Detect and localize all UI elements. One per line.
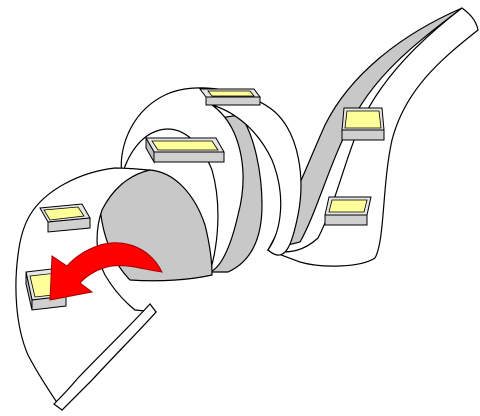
led-chip: [325, 197, 371, 225]
led-chip: [342, 108, 384, 140]
led-chip: [200, 89, 260, 105]
led-chip: [40, 204, 90, 232]
led-chip: [146, 138, 224, 162]
